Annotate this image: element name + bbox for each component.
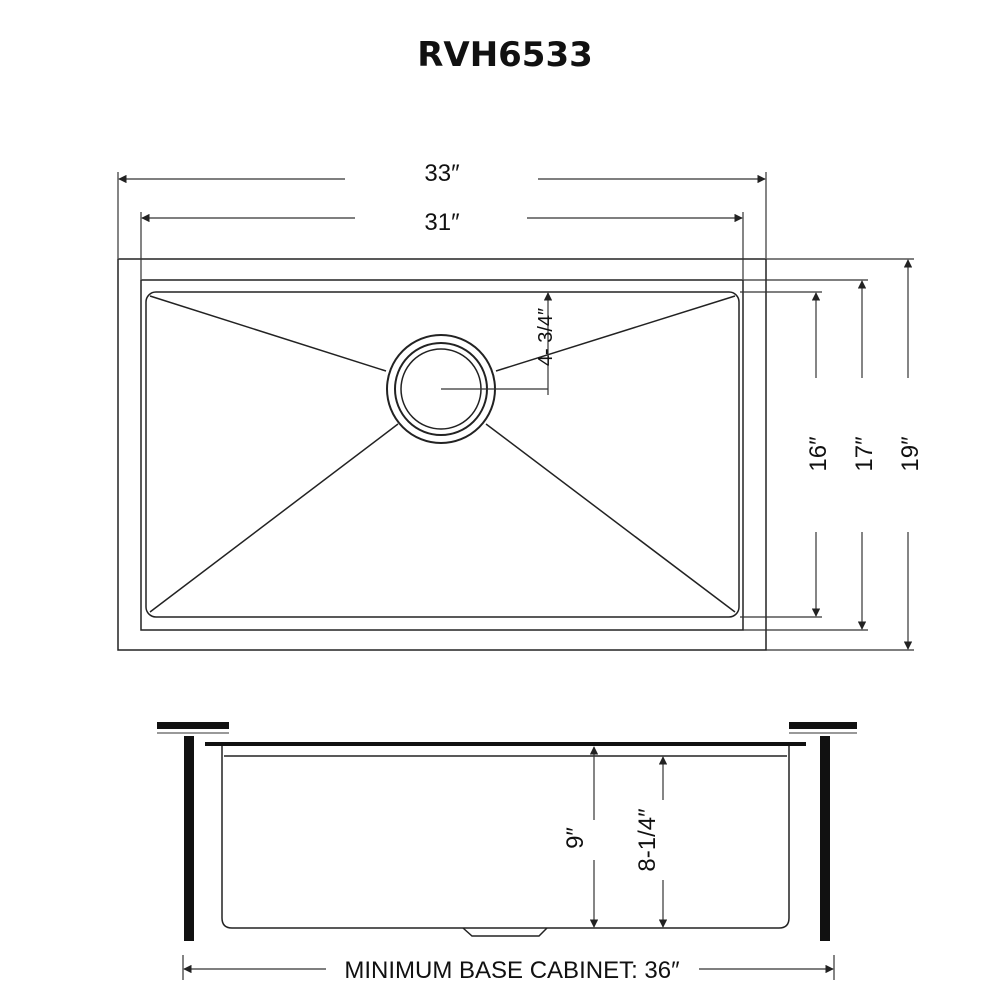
dimension-label-17: 17″: [851, 436, 878, 472]
dimension-overall-width: 33″: [117, 160, 767, 258]
dimension-inner-width: 31″: [140, 209, 744, 279]
dimension-label-16: 16″: [805, 436, 832, 472]
dimension-bowl-length: 16″: [805, 292, 832, 617]
model-title: RVH6533: [417, 35, 593, 75]
dimension-rim-length: 17″: [851, 280, 878, 630]
dimension-depth-bowl: 8-1/4″: [634, 756, 668, 928]
sink-flange: [205, 742, 806, 746]
cabinet-label: MINIMUM BASE CABINET: 36″: [344, 957, 680, 984]
right-extension-lines: [740, 258, 914, 651]
countertop-left: [157, 722, 229, 941]
dimension-overall-length: 19″: [897, 259, 924, 650]
drain-stub-icon: [462, 927, 548, 937]
drain-icon: [386, 334, 548, 444]
bowl-slope-lines: [149, 295, 736, 613]
rim-outline: [140, 279, 744, 631]
dimension-label-33: 33″: [424, 160, 460, 187]
dimension-label-drain: 4- 3/4″: [535, 308, 557, 366]
dimension-depth-total: 9″: [562, 746, 599, 928]
sink-bowl-profile: [221, 746, 790, 929]
dimension-label-9: 9″: [562, 827, 589, 849]
dimension-drain-offset: 4- 3/4″: [535, 292, 557, 395]
bowl-outline: [145, 291, 740, 618]
top-view: 33″ 31″ 4- 3/4″ 16″: [117, 160, 924, 651]
dimension-label-19: 19″: [897, 436, 924, 472]
dimension-label-8-1-4: 8-1/4″: [634, 808, 661, 872]
outer-flange-outline: [117, 258, 767, 651]
side-view: 9″ 8-1/4″ MINIMUM BASE CABINET: 36″: [157, 722, 857, 984]
countertop-right: [789, 722, 857, 941]
dimension-label-31: 31″: [424, 209, 460, 236]
dimension-cabinet: MINIMUM BASE CABINET: 36″: [182, 955, 835, 984]
